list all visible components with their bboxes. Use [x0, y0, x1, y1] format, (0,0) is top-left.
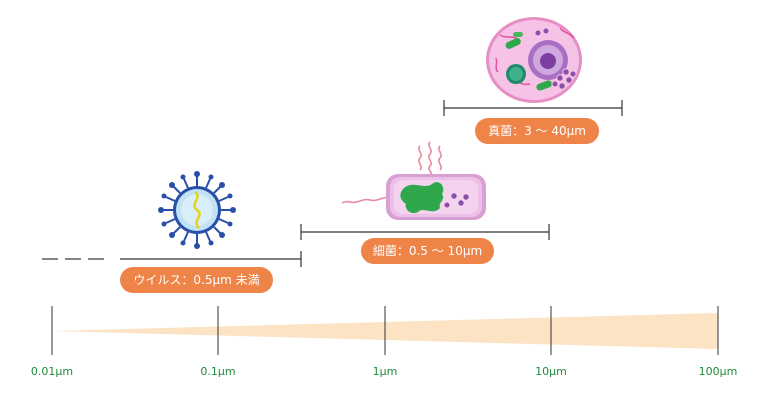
bacteria-size-label: 細菌：0.5 ～ 10μm — [361, 238, 494, 264]
bacteria-illustration — [341, 141, 486, 220]
fungus-size-label: 真菌：3 ～ 40μm — [475, 118, 599, 144]
virus-size-label: ウイルス：0.5μm 未満 — [120, 267, 273, 293]
fungus-illustration — [486, 17, 582, 103]
virus-illustration — [158, 171, 236, 249]
tick-label-1: 1μm — [372, 365, 398, 378]
tick-lines — [51, 306, 719, 355]
tick-label-100: 100μm — [698, 365, 738, 378]
bacteria-range — [300, 224, 550, 240]
virus-range — [42, 251, 302, 267]
tick-label-10: 10μm — [535, 365, 567, 378]
tick-label-0.01: 0.01μm — [30, 365, 74, 378]
tick-label-0.1: 0.1μm — [200, 365, 236, 378]
fungus-range — [443, 100, 623, 116]
